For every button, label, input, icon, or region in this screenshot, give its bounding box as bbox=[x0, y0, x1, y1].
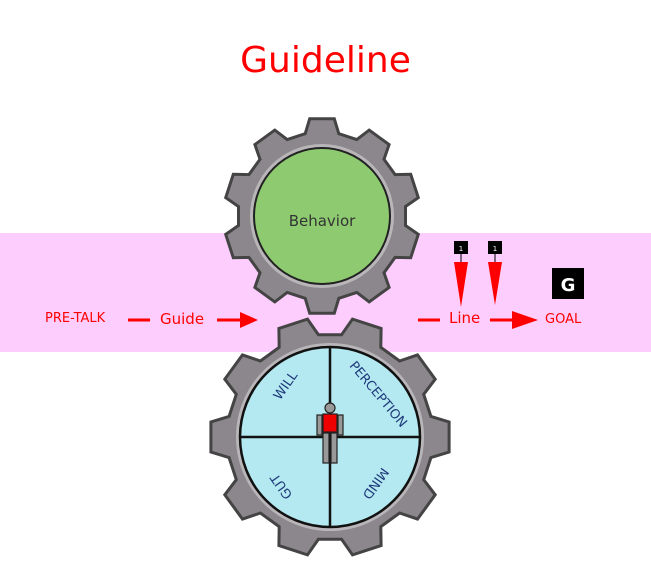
svg-text:1: 1 bbox=[493, 245, 497, 253]
guide-label: Guide bbox=[160, 310, 205, 328]
svg-text:G: G bbox=[561, 275, 576, 296]
line-label: Line bbox=[449, 309, 481, 327]
marker-1: 1 bbox=[454, 241, 468, 254]
svg-text:1: 1 bbox=[459, 245, 463, 253]
behavior-circle bbox=[253, 147, 391, 285]
flow-arrows bbox=[128, 253, 538, 329]
human-skeleton-icon bbox=[316, 402, 344, 464]
pre-talk-label: PRE-TALK bbox=[45, 311, 106, 326]
goal-badge: G bbox=[552, 268, 584, 299]
marker-2: 1 bbox=[488, 241, 502, 254]
diagram-title: Guideline bbox=[240, 40, 411, 81]
goal-label: GOAL bbox=[545, 312, 582, 327]
behavior-label: Behavior bbox=[289, 212, 356, 230]
